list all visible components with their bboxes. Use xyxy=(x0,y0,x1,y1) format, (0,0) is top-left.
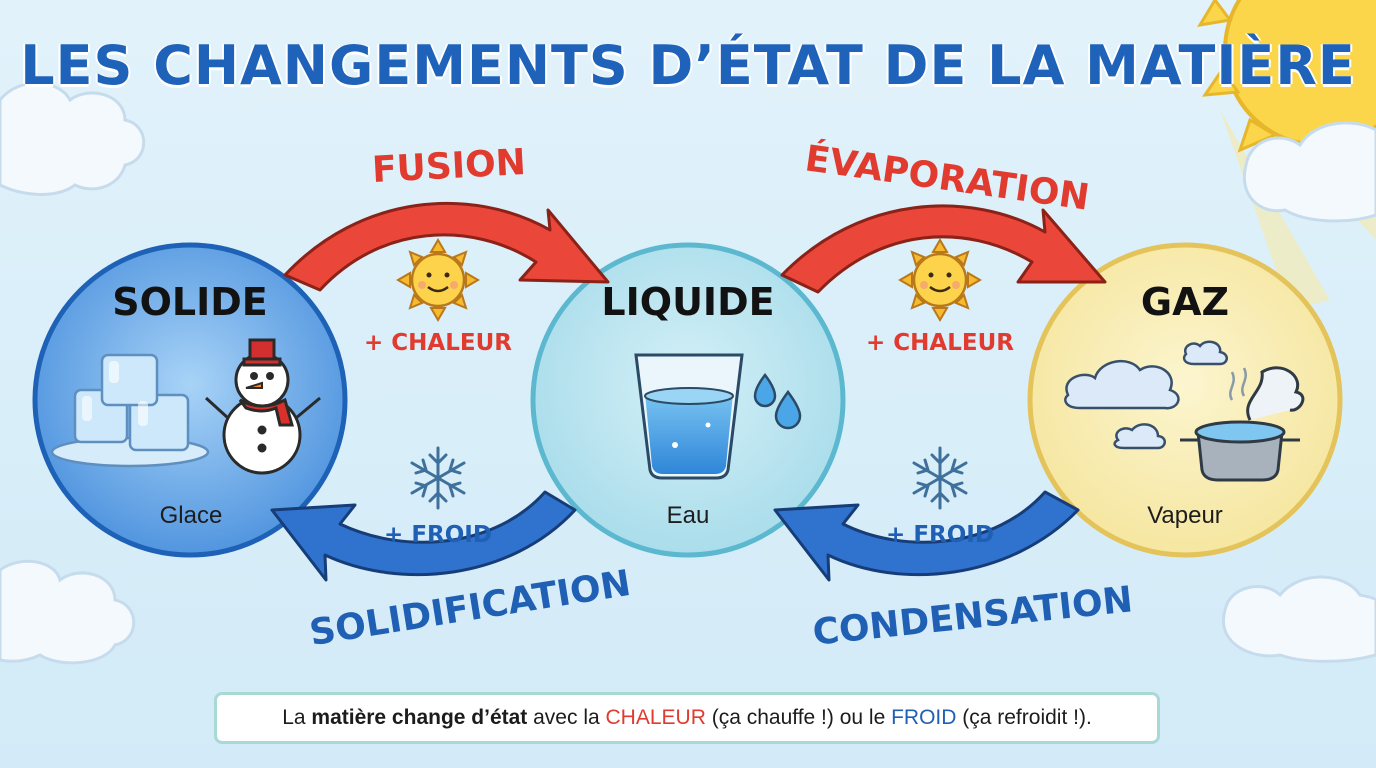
note-heat-word: CHALEUR xyxy=(605,706,706,729)
note-emphasis: matière change d’état xyxy=(311,706,528,729)
snowman-icon xyxy=(204,338,321,475)
gas-state-label: GAZ xyxy=(1140,280,1230,324)
heat-label-right: + CHALEUR xyxy=(866,330,1014,356)
heat-label-left: + CHALEUR xyxy=(364,330,512,356)
ice-cubes-icon xyxy=(50,353,210,468)
note-text-part: La xyxy=(282,706,312,729)
water-glass-icon xyxy=(634,353,744,480)
cold-label-right: + FROID xyxy=(886,522,994,548)
note-cold-word: FROID xyxy=(891,706,957,729)
cloud-decoration-icon xyxy=(1221,575,1376,663)
solid-caption: Glace xyxy=(159,502,223,529)
note-text-part: avec la xyxy=(527,706,606,729)
cold-snowflake-icon xyxy=(410,446,466,510)
cloud-decoration-icon xyxy=(0,81,146,196)
heat-sun-icon xyxy=(898,238,982,322)
note-text-part: (ça chauffe !) ou le xyxy=(705,706,892,729)
summary-note: La matière change d’état avec la CHALEUR… xyxy=(214,692,1160,744)
liquid-state-label: LIQUIDE xyxy=(601,280,775,324)
cold-snowflake-icon xyxy=(912,446,968,510)
water-drops-icon xyxy=(753,372,802,430)
fusion-arrow xyxy=(283,201,610,292)
evaporation-arrow xyxy=(780,204,1107,294)
solid-state-label: SOLIDE xyxy=(112,280,268,324)
clouds-steam-icon xyxy=(1064,340,1228,450)
boiling-pot-icon xyxy=(1180,366,1305,482)
cloud-decoration-icon xyxy=(0,559,136,665)
fusion-label: FUSION xyxy=(371,142,527,191)
liquid-caption: Eau xyxy=(666,502,710,529)
condensation-arrow xyxy=(773,490,1080,582)
note-text-part: (ça refroidit !). xyxy=(956,706,1092,729)
solid-state-circle xyxy=(32,242,348,558)
page-title: LES CHANGEMENTS D’ÉTAT DE LA MATIÈRE xyxy=(20,34,1356,97)
solidification-arrow xyxy=(270,490,577,582)
cold-label-left: + FROID xyxy=(384,522,492,548)
cloud-decoration-icon xyxy=(1242,121,1376,223)
gas-caption: Vapeur xyxy=(1147,502,1223,529)
heat-sun-icon xyxy=(396,238,480,322)
